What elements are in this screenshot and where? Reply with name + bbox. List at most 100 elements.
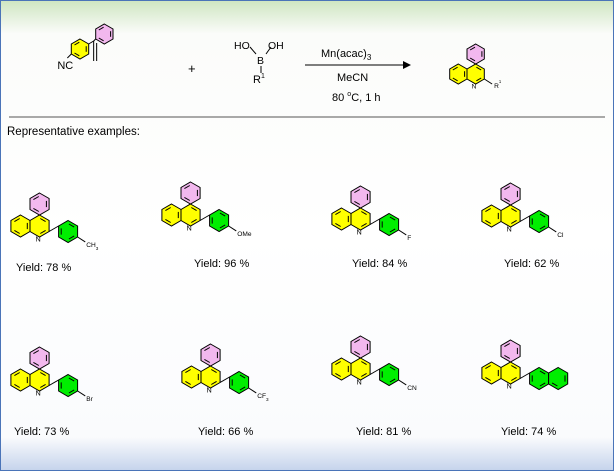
phenyl-ring-double-bond xyxy=(504,343,511,348)
aryl-bond xyxy=(519,372,530,379)
yield-label: Yield: 78 % xyxy=(16,262,71,274)
benzo-ring-double-bond xyxy=(185,380,191,385)
substituent-label: OMe xyxy=(237,231,252,238)
phenyl-ring-double-bond xyxy=(354,189,361,194)
pyridine-ring-double-bond xyxy=(476,77,482,82)
examples-title: Representative examples: xyxy=(7,126,140,138)
phenyl-ring-double-bond xyxy=(33,350,40,355)
reagent-1-subscript: 3 xyxy=(367,53,372,62)
nitrogen-label: N xyxy=(507,225,512,234)
nitrogen-label: N xyxy=(187,224,192,233)
pyridine-ring xyxy=(466,63,485,85)
nitrogen-label: N xyxy=(472,84,477,91)
pyridine-ring-double-bond xyxy=(191,207,197,212)
substituent-subscript: 3 xyxy=(96,246,99,251)
reagent-2: MeCN xyxy=(337,72,368,84)
pyridine-ring-double-bond xyxy=(40,372,46,377)
pyridine-ring-double-bond xyxy=(511,365,517,370)
substituent-bond xyxy=(248,387,257,394)
yield-label: Yield: 73 % xyxy=(14,426,69,438)
reaction-arrowhead xyxy=(403,61,411,69)
benzo-ring-double-bond xyxy=(335,222,341,227)
substituent-text: F xyxy=(407,235,411,242)
pyridine-ring-double-bond xyxy=(511,219,517,224)
phenyl-ring-double-bond xyxy=(469,46,476,51)
conditions-degree: o xyxy=(347,91,351,98)
aryl-ring-double-bond xyxy=(239,374,246,379)
phenyl-ring-double-bond xyxy=(504,354,511,359)
pyridine-ring-double-bond xyxy=(211,380,217,385)
reagent-1-text: Mn(acac) xyxy=(321,48,367,60)
isonitrile-label: NC xyxy=(57,60,73,72)
aryl-ring-double-bond xyxy=(68,389,75,394)
pyridine-ring-double-bond xyxy=(211,369,217,374)
aryl-ring-double-bond xyxy=(539,213,546,218)
naphthyl-ring-double-bond xyxy=(551,382,558,387)
phenyl-ring-double-bond xyxy=(354,339,361,344)
pyridine-ring-double-bond xyxy=(361,211,367,216)
aryl-bond xyxy=(48,225,59,232)
substituent-label: CF3 xyxy=(257,393,269,402)
aryl-ring-double-bond xyxy=(219,212,226,217)
benzo-ring-double-bond xyxy=(485,365,491,370)
phenyl-ring-double-bond xyxy=(469,57,476,62)
aryl-ring-double-bond xyxy=(68,377,75,382)
yield-label: Yield: 81 % xyxy=(356,426,411,438)
boronic-bond-right xyxy=(265,46,272,55)
pyridine-ring-double-bond xyxy=(361,361,367,366)
vinyl-bond xyxy=(88,40,94,45)
boronic-oh-label: OH xyxy=(268,40,284,52)
nitrogen-label: N xyxy=(357,378,362,387)
substituent-text: Cl xyxy=(557,232,564,239)
isonitrile-bond xyxy=(66,53,72,59)
benzo-ring-double-bond xyxy=(485,219,491,224)
substituent-bond xyxy=(548,226,557,233)
pyridine-ring-double-bond xyxy=(511,376,517,381)
substituent-bond xyxy=(398,229,407,236)
substituent-label: Br xyxy=(86,396,93,403)
substituent-text: CH xyxy=(86,242,96,249)
r-symbol: R xyxy=(494,83,499,90)
nitrogen-label: N xyxy=(36,235,41,244)
benzo-ring-double-bond xyxy=(452,66,458,71)
phenyl-ring-double-bond xyxy=(504,197,511,202)
aryl-ring-double-bond xyxy=(539,370,546,375)
aryl-ring-double-bond xyxy=(539,225,546,230)
r-symbol: R xyxy=(253,74,261,86)
boronic-bond-left xyxy=(249,46,257,55)
substituent-label: CH3 xyxy=(86,242,99,251)
aryl-ring-double-bond xyxy=(389,366,396,371)
substituent-text: Br xyxy=(86,396,93,403)
aryl-ring-double-bond xyxy=(219,224,226,229)
nitrogen-label: N xyxy=(507,382,512,391)
benzo-ring-double-bond xyxy=(165,218,171,223)
pyridine-ring-double-bond xyxy=(476,66,482,71)
pyridine-ring-double-bond xyxy=(361,372,367,377)
r-group-label: R1 xyxy=(494,79,502,90)
substrate-phenyl-ring-double-bond xyxy=(98,26,104,31)
yield-label: Yield: 62 % xyxy=(504,258,559,270)
conditions: 80 oC, 1 h xyxy=(332,91,381,104)
substituent-bond xyxy=(77,236,86,243)
pyridine-ring-double-bond xyxy=(40,229,46,234)
example-7: N CN Yield: 81 % xyxy=(331,335,417,438)
substituent-label: CN xyxy=(407,385,417,392)
aryl-bond xyxy=(219,376,230,383)
phenyl-ring-double-bond xyxy=(354,200,361,205)
aryl-bond xyxy=(369,368,380,375)
yield-label: Yield: 84 % xyxy=(352,258,407,270)
benzo-ring-double-bond xyxy=(335,211,341,216)
aryl-ring-double-bond xyxy=(539,382,546,387)
pyridine-ring-double-bond xyxy=(40,383,46,388)
substituent-subscript: 3 xyxy=(266,397,269,402)
nitrogen-label: N xyxy=(207,386,212,395)
benzo-ring-double-bond xyxy=(14,218,20,223)
pyridine-ring-double-bond xyxy=(40,218,46,223)
substrate-phenyl-ring-double-bond xyxy=(98,37,104,42)
